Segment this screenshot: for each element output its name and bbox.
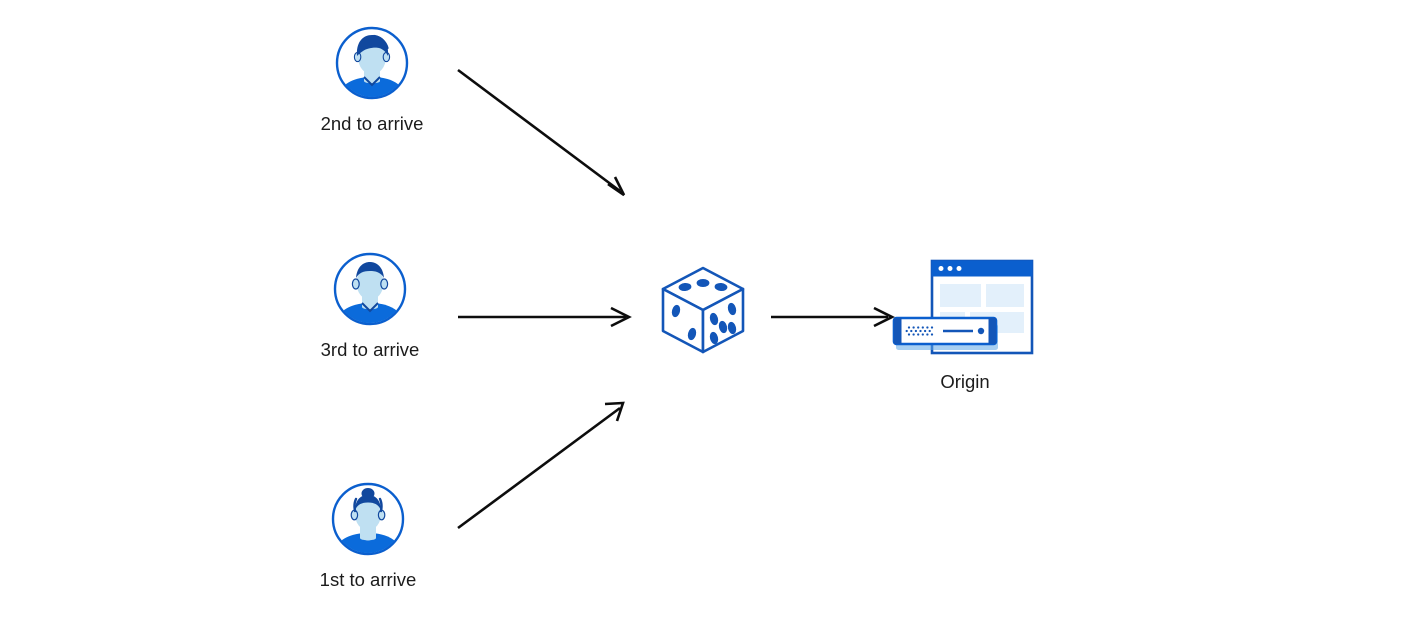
arrow-2nd-to-dice [457,68,626,197]
arrow-1st-to-dice [457,401,625,530]
client-node-2nd[interactable]: 2nd to arrive [272,25,472,135]
dice-node[interactable] [655,262,751,358]
arrow-3rd-to-dice [458,306,632,328]
origin-node[interactable]: Origin [884,255,1046,393]
server-appliance-icon [892,316,998,350]
user-avatar-icon [333,252,407,326]
client-node-3rd[interactable]: 3rd to arrive [270,251,470,361]
client-label-3rd: 3rd to arrive [320,339,420,360]
origin-label: Origin [940,371,990,392]
dice-icon [661,266,745,354]
user-avatar-icon [335,26,409,100]
client-label-2nd: 2nd to arrive [320,113,424,134]
user-avatar-icon [331,482,405,556]
client-node-1st[interactable]: 1st to arrive [268,481,468,591]
arrow-dice-to-origin [771,306,895,328]
client-label-1st: 1st to arrive [319,569,417,590]
origin-server-icon [892,259,1034,355]
